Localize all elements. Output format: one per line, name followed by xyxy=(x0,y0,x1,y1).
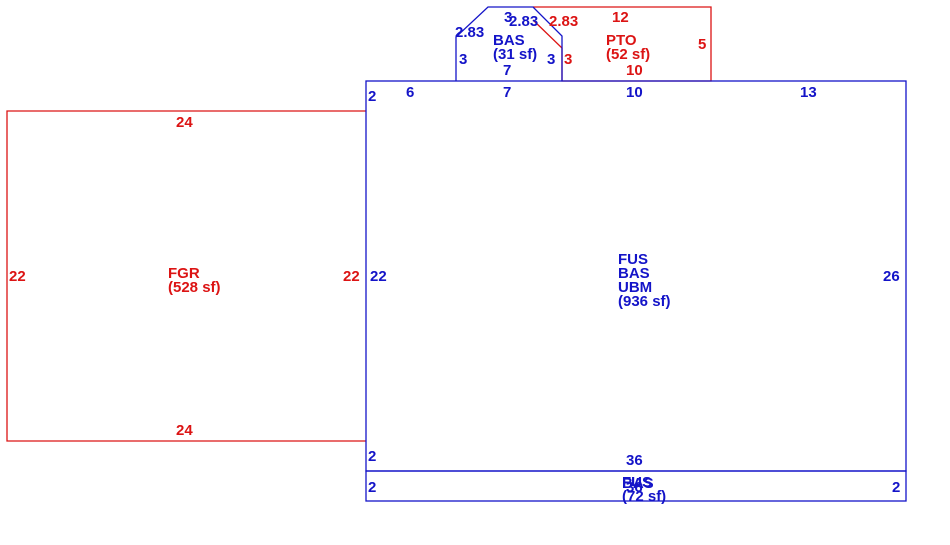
main-dim-right: 26 xyxy=(883,268,900,285)
main-dimensions: 2 6 7 10 13 22 26 2 36 xyxy=(368,84,900,469)
patio-dim-diag: 2.83 xyxy=(549,13,578,30)
strip-dim-bottom: 36 xyxy=(626,479,643,496)
main-dim-top-d: 13 xyxy=(800,84,817,101)
patio-code: PTO xyxy=(606,32,637,49)
main-dim-bottom: 36 xyxy=(626,452,643,469)
patio-dim-left: 3 xyxy=(564,51,572,68)
main-dim-top-b: 7 xyxy=(503,84,511,101)
main-dim-top-a: 6 xyxy=(406,84,414,101)
garage-dim-bottom: 24 xyxy=(176,422,193,439)
strip-dimensions: 2 2 36 xyxy=(368,479,900,496)
garage-dim-right: 22 xyxy=(343,268,360,285)
bay-dim-diag-left: 2.83 xyxy=(455,24,484,41)
garage-dim-top: 24 xyxy=(176,114,193,131)
garage-area-label: FGR (528 sf) xyxy=(168,265,221,296)
bay-dimensions: 2.83 3 2.83 3 3 7 xyxy=(455,9,555,79)
patio-dim-bottom: 10 xyxy=(626,62,643,79)
bay-code: BAS xyxy=(493,32,525,49)
bay-dim-top: 3 xyxy=(504,9,512,26)
main-code-3: UBM xyxy=(618,279,652,296)
main-code-2: BAS xyxy=(618,265,650,282)
main-code-1: FUS xyxy=(618,251,648,268)
garage-dimensions: 24 22 22 24 xyxy=(9,114,360,439)
main-dim-left-mid: 22 xyxy=(370,268,387,285)
bay-area-size: (31 sf) xyxy=(493,46,537,63)
strip-area-label: FUS BAS (72 sf) xyxy=(622,474,666,505)
main-dim-top-c: 10 xyxy=(626,84,643,101)
main-area-size: (936 sf) xyxy=(618,293,671,310)
bay-dim-diag-right: 2.83 xyxy=(509,13,538,30)
main-dim-left-bottom: 2 xyxy=(368,448,376,465)
strip-code-1: FUS xyxy=(622,474,652,491)
strip-code-2: BAS xyxy=(622,475,654,492)
patio-dim-right: 5 xyxy=(698,36,706,53)
garage-dim-left: 22 xyxy=(9,268,26,285)
garage-area-size: (528 sf) xyxy=(168,279,221,296)
secondary-outlines xyxy=(6,6,712,442)
bay-outline xyxy=(455,6,563,81)
strip-area-size: (72 sf) xyxy=(622,488,666,505)
patio-area-label: PTO (52 sf) xyxy=(606,32,650,63)
patio-dim-top: 12 xyxy=(612,9,629,26)
patio-dimensions: 2.83 12 5 3 10 xyxy=(549,9,706,79)
bay-area-label: BAS (31 sf) xyxy=(493,32,537,63)
garage-outline xyxy=(6,110,366,442)
bay-dim-right: 3 xyxy=(547,51,555,68)
bay-dim-left: 3 xyxy=(459,51,467,68)
strip-dim-right: 2 xyxy=(892,479,900,496)
main-area-label: FUS BAS UBM (936 sf) xyxy=(618,251,671,310)
main-outlines xyxy=(365,6,907,502)
garage-code: FGR xyxy=(168,265,200,282)
strip-area-outline xyxy=(365,470,907,502)
bay-dim-bottom: 7 xyxy=(503,62,511,79)
main-dim-left-top: 2 xyxy=(368,88,376,105)
strip-dim-left: 2 xyxy=(368,479,376,496)
patio-area-size: (52 sf) xyxy=(606,46,650,63)
